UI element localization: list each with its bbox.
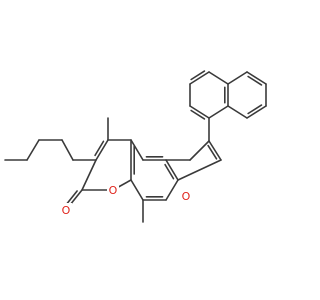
molecule-structure: O O O [4,70,267,223]
naphthalene-double-bond [190,70,206,81]
furan-oxygen-label: O [182,190,191,203]
benzene-bond [130,179,144,201]
atom-label-layer: O O O [60,183,192,217]
furan-oxygen-mask [180,189,192,203]
ketone-oxygen-mask [60,203,72,217]
furan-double-bond [164,163,175,180]
hexyl-bond [61,139,74,161]
naphthalene-bond [246,71,267,85]
hexyl-bond [26,139,40,161]
furan-bond [208,140,222,161]
naphthalene-double-bond [247,104,263,115]
naphthalene-bond [227,105,248,119]
naphthalene-bond [246,105,267,119]
pyran-oxygen-label: O [109,184,118,197]
naphthalene-bond [208,71,229,85]
naphthalene-bond [227,71,248,85]
bond-layer [4,70,267,223]
benzene-bond [165,179,179,201]
pyran-oxygen-mask [107,183,119,197]
pyranone-bond [81,159,97,191]
carbonyl-double-bond [65,190,78,206]
naphthalene-bond [189,105,210,119]
benzene-bond [130,139,144,161]
naphthalene-double-bond [247,75,263,86]
furan-bond [189,140,210,161]
naphthalene-bond [189,71,210,85]
benzene-bond [165,159,179,181]
furan-bond [177,159,222,181]
furan-double-bond [207,144,218,160]
pyranone-bond [95,139,109,161]
ketone-oxygen-label: O [62,204,71,217]
naphthalene-bond [208,105,229,119]
naphthalene-double-bond [190,109,206,120]
pyranone-double-bond [94,140,105,157]
